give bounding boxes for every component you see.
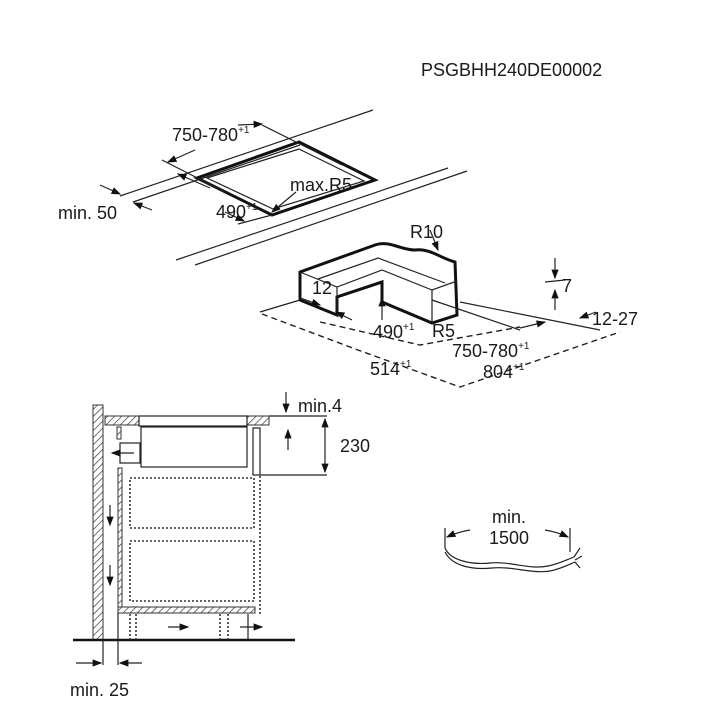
hob-glass <box>138 415 248 427</box>
outer-dimension-line <box>261 313 621 388</box>
cable-wires <box>573 547 583 569</box>
worktop-back-edge-inner <box>132 144 301 203</box>
rebate-inner-edge <box>317 257 446 284</box>
dimension-arrow <box>166 149 196 163</box>
document-code: PSGBHH240DE00002 <box>421 60 602 80</box>
side-panel-top <box>116 426 122 440</box>
dimension-arrow <box>176 173 211 189</box>
bottom-shelf <box>117 606 256 614</box>
dimension-arrow <box>237 120 264 128</box>
front-panel <box>252 427 261 476</box>
worktop-right <box>246 415 270 426</box>
extension-line <box>431 299 521 331</box>
section-view: min.4 230 min. 25 <box>70 392 370 700</box>
flush-mount-view: R10 12 7 12-27 490+1 R5 750-780+1 514+1 … <box>259 222 638 388</box>
side-panel <box>117 467 123 609</box>
worktop-front-edge-lower <box>194 170 468 266</box>
dimension-arrow <box>544 529 570 538</box>
hob-body <box>140 426 248 468</box>
extension-line <box>261 124 343 166</box>
cutout-width-label: 750-780+1 <box>172 125 250 145</box>
dimension-arrow <box>334 311 353 321</box>
height-label: 230 <box>340 436 370 456</box>
inner-dimension-line <box>319 321 521 346</box>
outer-radius-label: R10 <box>410 222 443 242</box>
inner-width-label: 750-780+1 <box>452 341 530 361</box>
inner-depth-label: 490+1 <box>373 322 415 342</box>
dimension-arrow <box>224 211 246 222</box>
offset-label: 12-27 <box>592 309 638 329</box>
cable-view: min. 1500 <box>444 507 583 573</box>
cutout-depth-label: 490+1 <box>216 202 258 222</box>
inner-radius-label: R5 <box>432 321 455 341</box>
cutout-view: 750-780+1 max.R5 490+1 min. 50 <box>58 109 468 266</box>
extension-line <box>544 279 566 283</box>
rebate-edge <box>299 269 458 291</box>
dimension-arrow <box>445 529 471 538</box>
dimension-arrow <box>132 202 153 211</box>
extension-line <box>259 299 301 313</box>
radius-arrow <box>429 229 439 252</box>
extension-line <box>161 159 226 193</box>
outer-width-label: 804+1 <box>483 362 525 382</box>
dimension-arrow <box>519 320 547 329</box>
cable-length-label: 1500 <box>489 528 529 548</box>
worktop-left <box>104 415 140 426</box>
rebate-width-label: 12 <box>312 278 332 298</box>
dimension-arrow <box>299 297 322 306</box>
drawer <box>129 540 255 602</box>
extension-line <box>459 301 601 331</box>
cable-label-min: min. <box>492 507 526 527</box>
dimension-arrow <box>99 184 122 195</box>
wall-gap-label: min. 25 <box>70 680 129 700</box>
power-cable <box>444 547 575 568</box>
worktop-front-edge <box>175 167 449 261</box>
power-cable-outline <box>444 551 576 573</box>
rebate-depth-label: 7 <box>562 276 572 296</box>
worktop-back-edge <box>119 109 374 197</box>
drawer <box>129 477 255 529</box>
extension-line <box>237 214 273 225</box>
corner-radius-label: max.R5 <box>290 175 352 195</box>
edge-distance-label: min. 50 <box>58 203 117 223</box>
top-gap-label: min.4 <box>298 396 342 416</box>
outer-depth-label: 514+1 <box>370 359 412 379</box>
dimension-arrow <box>578 311 597 319</box>
wall <box>92 404 104 641</box>
radius-arrow <box>271 191 297 213</box>
